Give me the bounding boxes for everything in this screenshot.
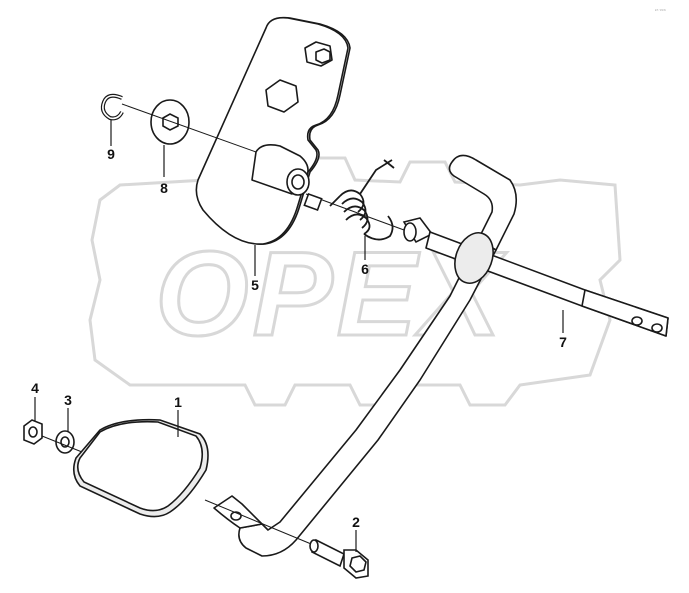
callout-2: 2 xyxy=(352,514,360,530)
callout-8: 8 xyxy=(160,180,168,196)
shaft-bushing xyxy=(303,192,434,244)
retaining-clip xyxy=(100,93,124,121)
callout-1: 1 xyxy=(174,394,182,410)
callout-5: 5 xyxy=(251,277,259,293)
assembly-axis-lower xyxy=(41,435,83,453)
callout-9: 9 xyxy=(107,146,115,162)
assembly-axis-upper xyxy=(121,103,257,153)
watermark-gear xyxy=(88,156,622,407)
pedal-pad xyxy=(72,418,209,518)
callout-6: 6 xyxy=(361,261,369,277)
callout-7: 7 xyxy=(559,334,567,350)
washer xyxy=(55,430,75,454)
pedal-arm-shaft xyxy=(213,154,669,557)
corner-mark: ᵖⁿ ʷʷʷ xyxy=(655,8,666,13)
bracket-plate xyxy=(195,16,351,245)
flat-washer xyxy=(150,99,190,145)
callout-3: 3 xyxy=(64,392,72,408)
callout-4: 4 xyxy=(31,380,39,396)
callout-leaders xyxy=(34,120,564,552)
assembly-axis-bolt xyxy=(204,499,317,547)
watermark-logo xyxy=(88,156,622,407)
nut xyxy=(23,419,43,445)
bolt xyxy=(309,538,369,579)
